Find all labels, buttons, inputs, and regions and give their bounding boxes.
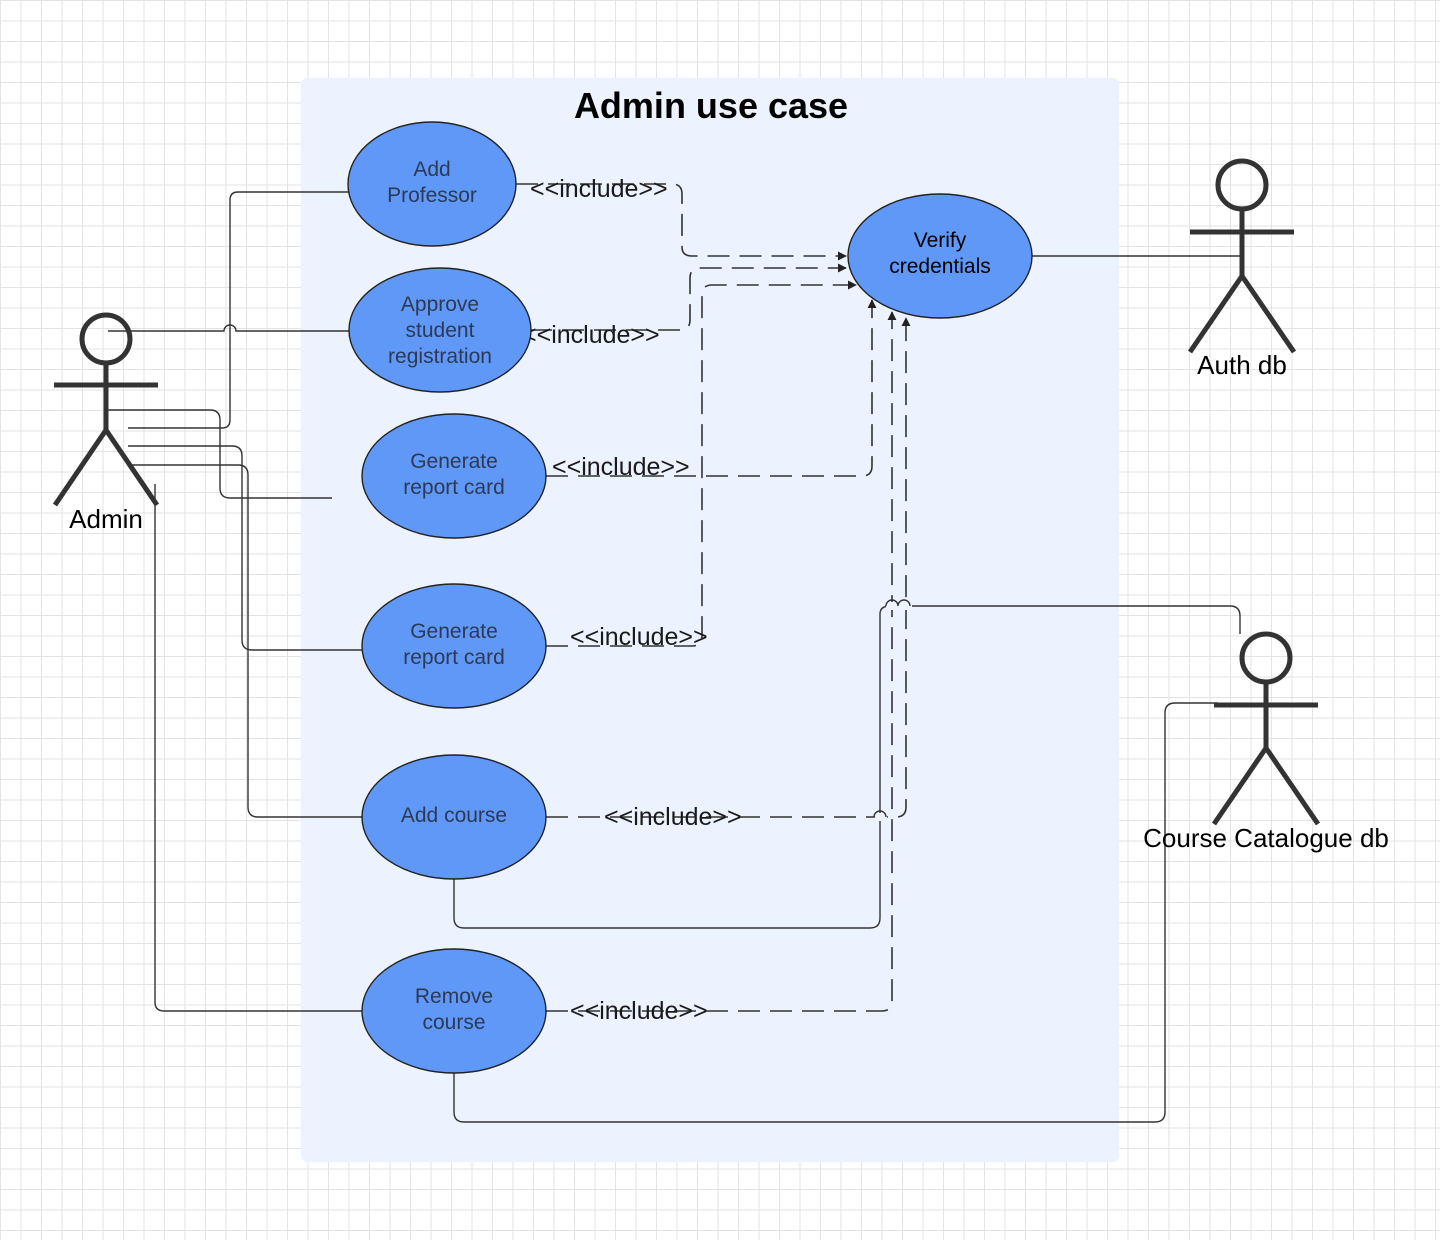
usecase-label-line: student xyxy=(406,319,475,342)
usecase-label-line: report card xyxy=(403,646,505,669)
usecase-label-line: Professor xyxy=(387,184,477,207)
usecase-remove-course[interactable]: Remove course xyxy=(361,948,547,1074)
usecase-add-professor[interactable]: Add Professor xyxy=(347,121,517,247)
assoc-admin-remove-course[interactable] xyxy=(154,484,362,1012)
assoc-admin-approve-registration[interactable] xyxy=(108,324,349,332)
usecase-generate-report-card-1[interactable]: Generate report card xyxy=(361,413,547,539)
include-label-approve-registration: <<include>> xyxy=(522,321,660,349)
usecase-label-line: Generate xyxy=(410,620,498,643)
usecase-label-line: Approve xyxy=(401,293,479,316)
assoc-admin-add-course[interactable] xyxy=(128,464,362,818)
usecase-generate-report-card-2[interactable]: Generate report card xyxy=(361,583,547,709)
usecase-label-line: Add course xyxy=(401,804,507,827)
usecase-label-line: Verify xyxy=(914,229,967,252)
diagram-title: Admin use case xyxy=(574,85,848,126)
actor-auth-db[interactable]: Auth db xyxy=(1187,158,1297,380)
actor-label: Admin xyxy=(69,504,143,534)
usecase-add-course[interactable]: Add course xyxy=(361,754,547,880)
assoc-admin-generate-report-card-1[interactable] xyxy=(108,409,332,499)
assoc-admin-add-professor[interactable] xyxy=(128,191,349,429)
actor-course-catalogue-db[interactable]: Course Catalogue db xyxy=(1143,631,1389,853)
assoc-remove-course-catalogue-db[interactable] xyxy=(453,702,1218,1123)
include-generate-report-card-1[interactable] xyxy=(546,299,877,477)
include-label-remove-course: <<include>> xyxy=(570,997,708,1025)
stick-figure-icon xyxy=(52,312,160,507)
include-add-professor[interactable] xyxy=(516,183,847,261)
actor-label: Auth db xyxy=(1197,350,1287,380)
usecase-verify-credentials[interactable]: Verify credentials xyxy=(847,193,1033,319)
include-label-add-professor: <<include>> xyxy=(530,175,668,203)
usecase-label-line: Add xyxy=(413,158,450,181)
include-label-generate-report-card-1: <<include>> xyxy=(552,453,690,481)
usecase-label-line: report card xyxy=(403,476,505,499)
include-remove-course[interactable] xyxy=(546,311,897,1012)
stick-figure-icon xyxy=(1187,158,1297,354)
include-generate-report-card-2[interactable] xyxy=(546,280,857,647)
include-add-course[interactable] xyxy=(546,317,911,818)
include-label-add-course: <<include>> xyxy=(604,803,742,831)
usecase-label-line: Remove xyxy=(415,985,493,1008)
usecase-label-line: registration xyxy=(388,345,492,368)
actor-label: Course Catalogue db xyxy=(1143,823,1389,853)
include-label-generate-report-card-2: <<include>> xyxy=(570,623,708,651)
usecase-label-line: course xyxy=(422,1011,485,1034)
usecase-approve-student-registration[interactable]: Approve student registration xyxy=(348,267,532,393)
actor-admin[interactable]: Admin xyxy=(52,312,160,534)
assoc-add-course-catalogue-db[interactable] xyxy=(453,605,1241,929)
usecase-label-line: credentials xyxy=(889,255,991,278)
usecase-label-line: Generate xyxy=(410,450,498,473)
stick-figure-icon xyxy=(1211,631,1321,826)
